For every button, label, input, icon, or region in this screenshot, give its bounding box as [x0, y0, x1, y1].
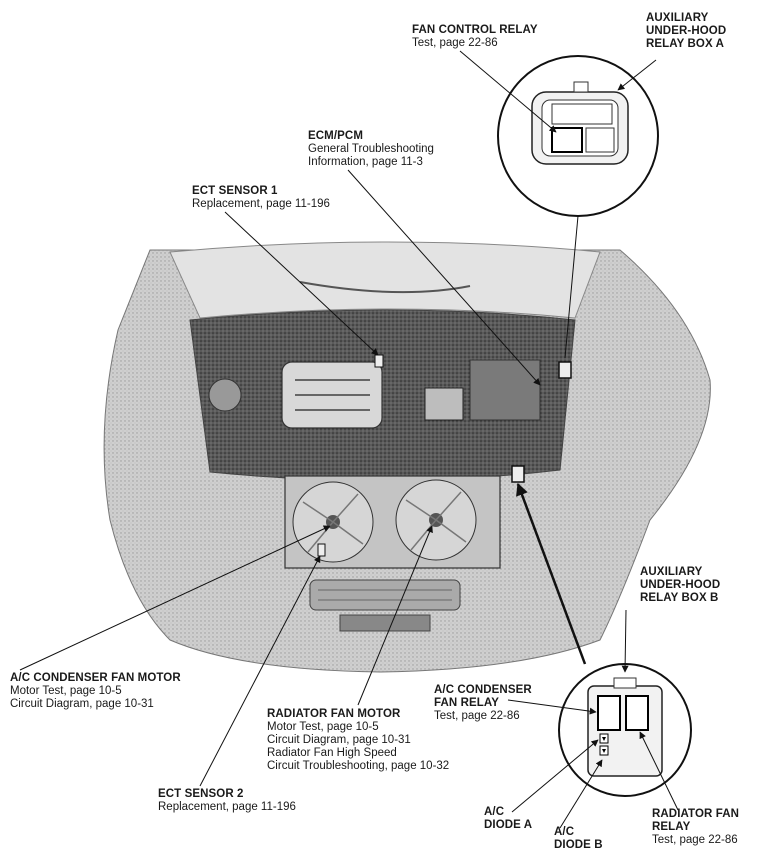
ac-condenser-fan-relay-title-1: A/C CONDENSER — [434, 684, 532, 696]
ac-diode-a-title-2: DIODE A — [484, 819, 533, 831]
ac-diode-a-title-1: A/C — [484, 806, 505, 818]
aux-box-a-label: AUXILIARY UNDER-HOOD RELAY BOX A — [646, 12, 726, 51]
ecm-pcm-label: ECM/PCM General Troubleshooting Informat… — [308, 130, 434, 169]
fan-control-relay-label: FAN CONTROL RELAY Test, page 22-86 — [412, 24, 538, 50]
radiator-fan-relay-title-1: RADIATOR FAN — [652, 808, 740, 820]
ecm-pcm-title: ECM/PCM — [308, 130, 364, 142]
ac-condenser-fan-relay-title-2: FAN RELAY — [434, 697, 500, 709]
ac-condenser-fan-motor-title: A/C CONDENSER FAN MOTOR — [10, 672, 181, 684]
aux-box-b-title-2: UNDER-HOOD — [640, 579, 721, 591]
ac-condenser-fan-relay-line: Test, page 22-86 — [434, 710, 520, 722]
aux-box-b-label: AUXILIARY UNDER-HOOD RELAY BOX B — [640, 566, 720, 605]
relay-box-b-arrow — [516, 482, 587, 665]
relay-box-b-closeup — [558, 663, 692, 797]
ecm-pcm-line-1: General Troubleshooting — [308, 143, 434, 155]
ac-diode-b-title-2: DIODE B — [554, 839, 603, 851]
radiator-fan-relay-line: Test, page 22-86 — [652, 834, 738, 846]
ect-sensor-2-line: Replacement, page 11-196 — [158, 801, 296, 813]
ac-condenser-fan-motor-label: A/C CONDENSER FAN MOTOR Motor Test, page… — [10, 672, 181, 711]
ect-sensor-2-title: ECT SENSOR 2 — [158, 788, 244, 800]
ect-sensor-1-label: ECT SENSOR 1 Replacement, page 11-196 — [192, 185, 330, 211]
leader-lines — [19, 50, 679, 829]
ac-condenser-fan-relay-label: A/C CONDENSER FAN RELAY Test, page 22-86 — [434, 684, 532, 723]
ac-condenser-fan-motor-line-1: Motor Test, page 10-5 — [10, 685, 122, 697]
aux-box-b-title-3: RELAY BOX B — [640, 592, 719, 604]
aux-box-a-title-3: RELAY BOX A — [646, 38, 725, 50]
car-front-illustration — [103, 241, 711, 673]
radiator-fan-motor-line-4: Circuit Troubleshooting, page 10-32 — [267, 760, 450, 772]
ac-diode-b-label: A/C DIODE B — [554, 826, 603, 852]
ect-sensor-1-title: ECT SENSOR 1 — [192, 185, 278, 197]
radiator-fan-motor-label: RADIATOR FAN MOTOR Motor Test, page 10-5… — [267, 708, 449, 773]
ac-condenser-fan-motor-line-2: Circuit Diagram, page 10-31 — [10, 698, 154, 710]
radiator-fan-motor-line-1: Motor Test, page 10-5 — [267, 721, 379, 733]
aux-box-a-title-2: UNDER-HOOD — [646, 25, 727, 37]
aux-box-a-title-1: AUXILIARY — [646, 12, 709, 24]
ecm-pcm-line-2: Information, page 11-3 — [308, 156, 423, 168]
ac-diode-a-label: A/C DIODE A — [484, 806, 532, 832]
radiator-fan-relay-label: RADIATOR FAN RELAY Test, page 22-86 — [652, 808, 739, 847]
radiator-fan-motor-title: RADIATOR FAN MOTOR — [267, 708, 401, 720]
ac-diode-b-title-1: A/C — [554, 826, 575, 838]
ect-sensor-1-line: Replacement, page 11-196 — [192, 198, 330, 210]
radiator-fan-motor-line-2: Circuit Diagram, page 10-31 — [267, 734, 411, 746]
fan-control-relay-title: FAN CONTROL RELAY — [412, 24, 538, 36]
fan-control-relay-line: Test, page 22-86 — [412, 37, 498, 49]
ect-sensor-2-label: ECT SENSOR 2 Replacement, page 11-196 — [158, 788, 296, 814]
aux-box-b-title-1: AUXILIARY — [640, 566, 703, 578]
radiator-fan-relay-title-2: RELAY — [652, 821, 691, 833]
relay-box-a-closeup — [497, 55, 659, 217]
radiator-fan-motor-line-3: Radiator Fan High Speed — [267, 747, 397, 759]
